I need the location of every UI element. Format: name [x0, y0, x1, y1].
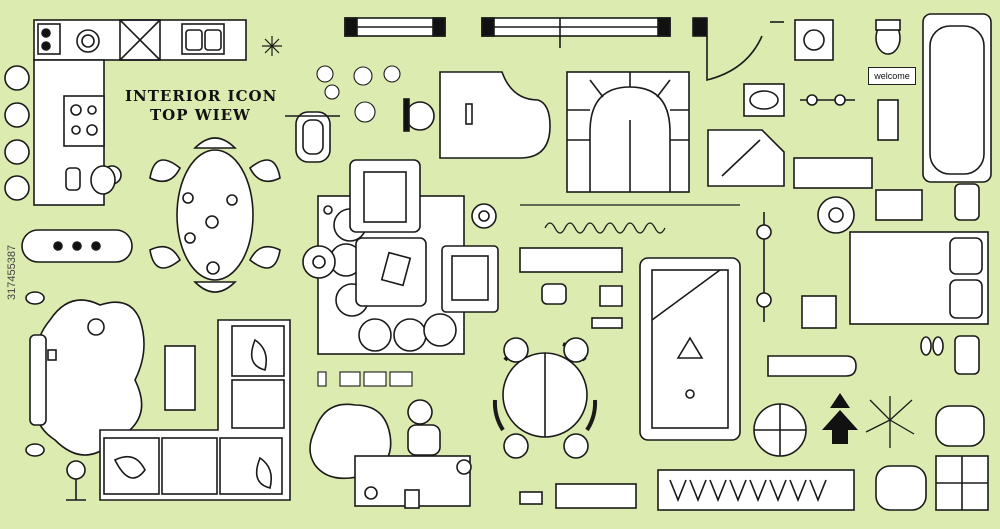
sink-icon	[181, 23, 225, 55]
person-icon	[90, 165, 122, 195]
lounge-chair-icon	[875, 405, 989, 511]
umbrella-icon	[753, 403, 807, 457]
ironing-board-icon	[767, 355, 857, 377]
tv-stand-icon	[29, 334, 57, 426]
heading-line1: INTERIOR ICON	[125, 87, 278, 105]
sofa-icon	[99, 319, 291, 501]
books-icon	[317, 371, 413, 387]
towel-icon	[793, 99, 899, 189]
billiard-table-icon	[639, 257, 741, 441]
clothes-rack-icon	[657, 469, 855, 511]
lamp-icon	[302, 205, 336, 279]
doormat-label: welcome	[868, 67, 916, 85]
dish-icon	[76, 29, 100, 53]
desk-icon	[354, 455, 472, 509]
round-table-icon	[492, 337, 598, 459]
floor-lamp-icon	[403, 98, 435, 132]
kitchen-island-icon	[21, 229, 133, 263]
square-pouf-icon	[801, 295, 837, 329]
bar-stool-icon	[4, 65, 30, 201]
door-icon	[692, 17, 784, 82]
coffee-table-icon	[355, 237, 427, 307]
shelf-decor-icon	[520, 204, 740, 234]
plant-icon	[316, 65, 401, 123]
cooktop-star-icon	[262, 36, 282, 56]
bicycle-icon	[756, 212, 772, 322]
motorcycle-icon	[285, 111, 340, 163]
washbasin-icon	[743, 83, 785, 117]
dining-table-icon	[149, 137, 281, 293]
round-rug-icon	[817, 196, 855, 234]
kettle-icon	[65, 167, 81, 191]
small-items-icon	[519, 247, 623, 329]
palm-icon	[865, 396, 915, 448]
planter-box-icon	[519, 483, 637, 509]
slippers-icon	[920, 336, 944, 356]
arrow-icon	[822, 393, 858, 444]
shower-icon	[707, 129, 785, 187]
piano-icon	[439, 71, 551, 159]
heading-line2: TOP WIEW	[150, 106, 251, 124]
round-stool-icon	[471, 203, 497, 229]
bed-icon	[849, 231, 989, 325]
washing-machine-icon	[794, 19, 834, 61]
toilet-icon	[875, 19, 901, 55]
armchair-icon	[349, 159, 499, 313]
stove-icon	[63, 95, 105, 147]
stool-icon	[25, 291, 45, 457]
glasses-icon	[800, 94, 855, 106]
staircase-icon	[566, 71, 690, 193]
nightstand-icon	[875, 183, 980, 375]
coffee-table-rect-icon	[164, 345, 196, 411]
window-icon	[344, 17, 671, 48]
bathtub-icon	[922, 13, 992, 183]
side-id-text: 317455387	[6, 244, 18, 300]
desk-lamp-icon	[66, 460, 86, 501]
office-chair-icon	[407, 399, 441, 456]
round-plant-bed-icon	[35, 299, 145, 456]
